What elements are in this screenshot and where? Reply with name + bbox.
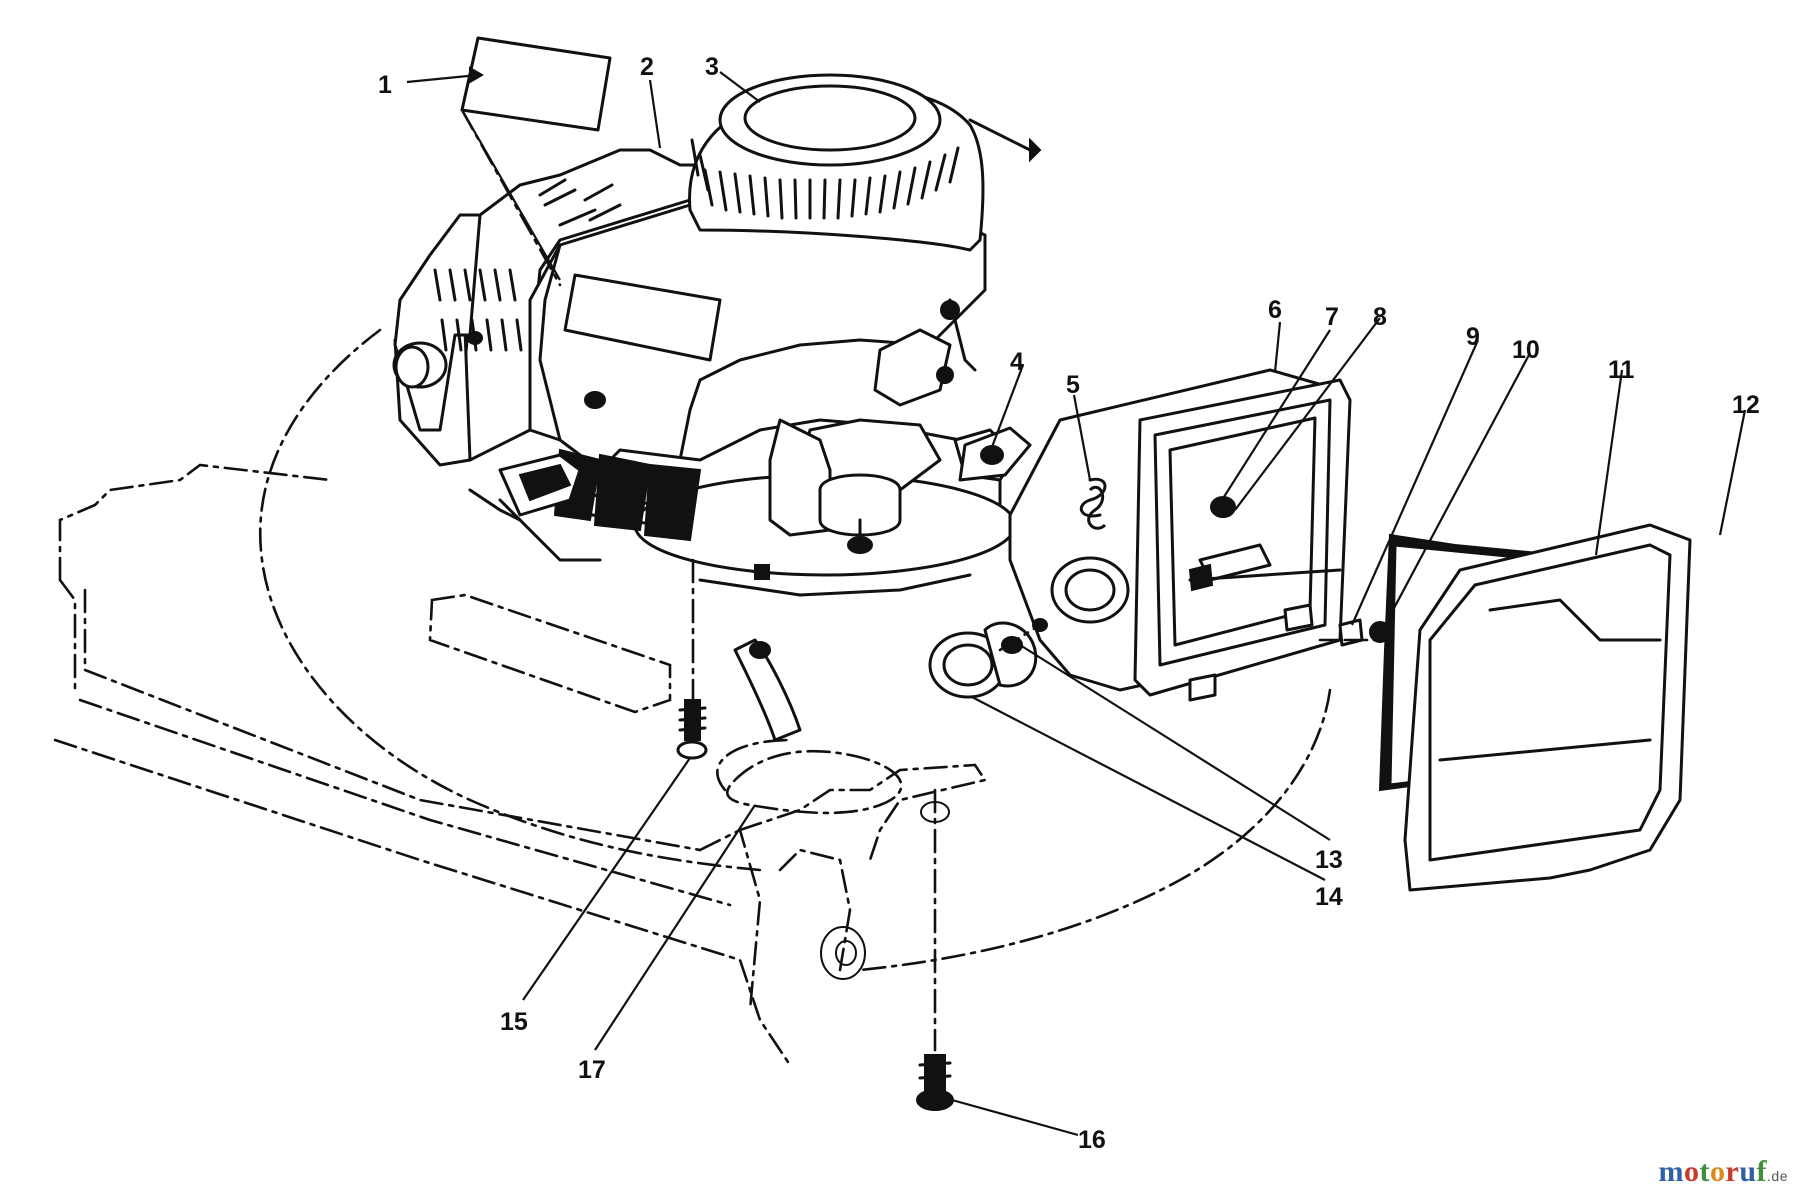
part-15-screw — [676, 699, 708, 760]
watermark-letter: f — [1756, 1155, 1768, 1188]
callout-6: 6 — [1268, 296, 1282, 324]
callout-11: 11 — [1608, 356, 1635, 384]
callout-12: 12 — [1732, 391, 1760, 419]
starter-vent-ribs — [690, 138, 960, 220]
watermark-letter: t — [1699, 1155, 1711, 1188]
watermark-letter: o — [1710, 1155, 1726, 1188]
part-17-fuel-line — [733, 638, 802, 742]
watermark-logo: motoruf.de — [1659, 1155, 1788, 1189]
engine-cooling-slots — [433, 178, 622, 352]
callout-15: 15 — [500, 1008, 528, 1036]
callout-17: 17 — [578, 1056, 606, 1084]
watermark-letter: o — [1684, 1155, 1700, 1188]
callout-14: 14 — [1315, 883, 1343, 911]
callout-7: 7 — [1325, 303, 1339, 331]
part-5-clip — [1079, 477, 1107, 518]
callout-1: 1 — [378, 71, 392, 99]
part-1-decal — [460, 36, 612, 287]
callout-8: 8 — [1373, 303, 1387, 331]
callout-16: 16 — [1078, 1126, 1106, 1154]
part-16-bolt — [916, 1054, 954, 1111]
watermark-tld: .de — [1767, 1168, 1788, 1184]
callout-4: 4 — [1010, 348, 1024, 376]
part-6-air-cleaner-body — [1008, 368, 1352, 702]
assembly-lines — [691, 558, 1382, 1052]
watermark-letter: m — [1658, 1155, 1685, 1188]
leader-lines — [406, 66, 1747, 1137]
callout-2: 2 — [640, 53, 654, 81]
watermark-letter: r — [1725, 1155, 1740, 1188]
callout-5: 5 — [1066, 371, 1080, 399]
callout-13: 13 — [1315, 846, 1343, 874]
watermark-letter: u — [1739, 1155, 1757, 1188]
part-13-14-primer-bulb — [928, 618, 1048, 699]
engine — [392, 73, 1042, 597]
part-4-gasket — [958, 426, 1032, 482]
part-12-cover — [1403, 523, 1692, 892]
callout-labels: 1 2 3 4 5 6 7 8 9 10 11 12 13 14 15 16 1… — [378, 53, 1760, 1154]
callout-9: 9 — [1466, 323, 1480, 351]
mower-deck — [53, 328, 1332, 1067]
callout-10: 10 — [1512, 336, 1540, 364]
callout-3: 3 — [705, 53, 719, 81]
